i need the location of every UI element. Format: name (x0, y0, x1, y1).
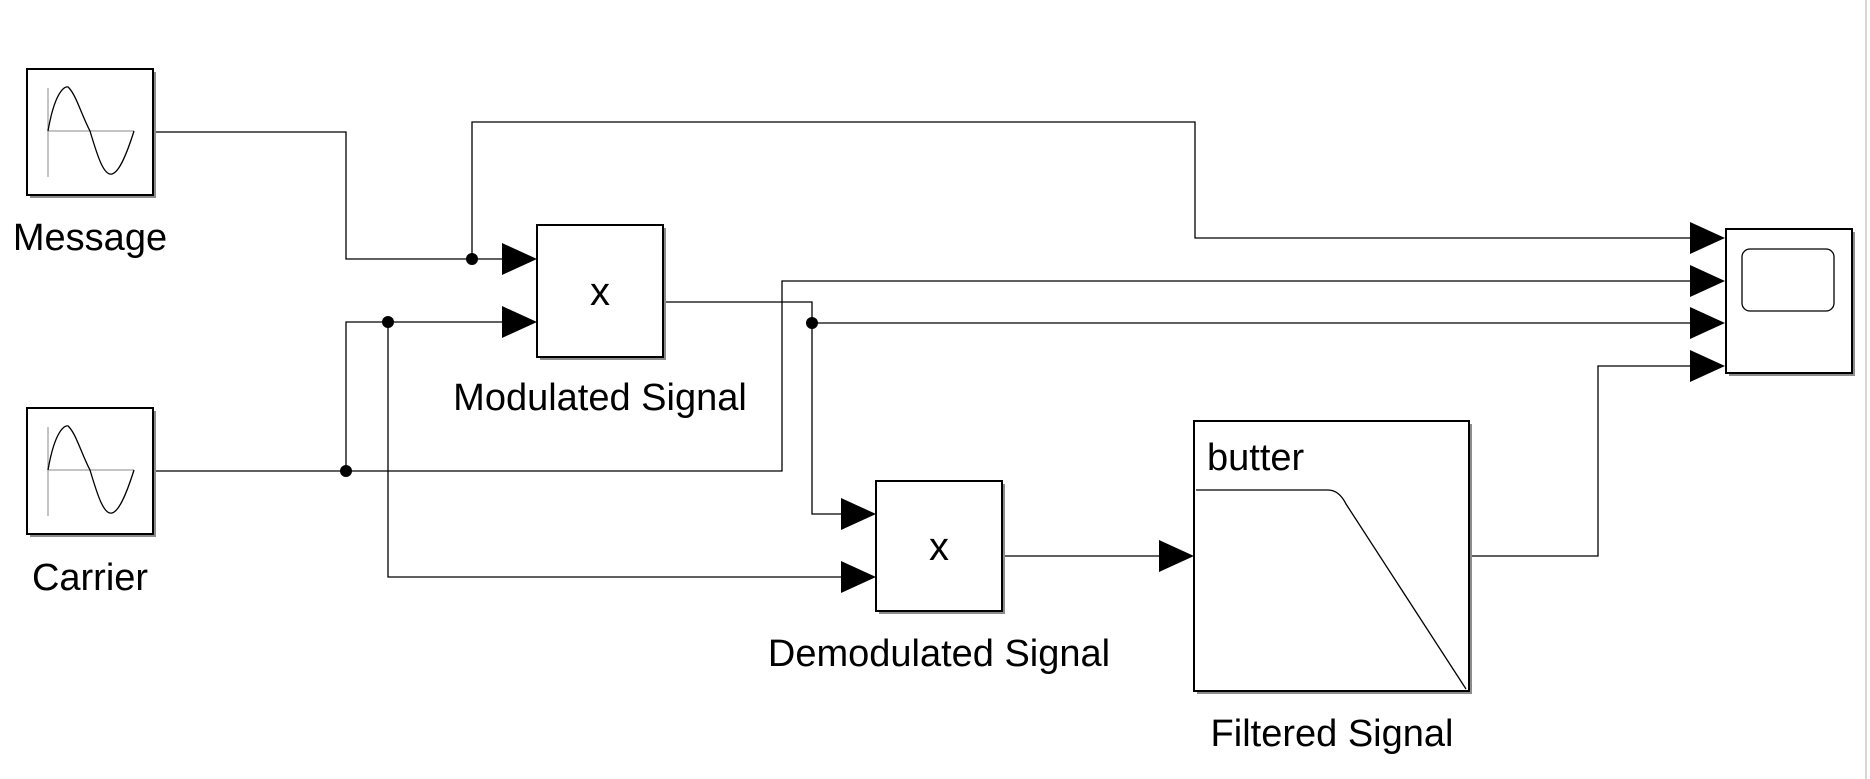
branch-point (806, 317, 818, 329)
port-arrow-icon (841, 561, 876, 593)
filtered-signal-block[interactable]: butter Filtered Signal (1193, 420, 1472, 755)
port-arrow-icon (1690, 265, 1725, 297)
signal-wires (153, 121, 1692, 578)
message-block[interactable]: Message (13, 68, 167, 259)
message-label: Message (13, 217, 167, 259)
filtered-signal-block-body[interactable] (1193, 420, 1470, 692)
filtered-signal-label: Filtered Signal (1211, 713, 1454, 755)
wire-message-to-scope[interactable] (471, 121, 1692, 259)
branch-point (382, 316, 394, 328)
filter-type-label: butter (1207, 437, 1305, 479)
port-arrow-icon (1690, 350, 1725, 382)
port-arrow-icon (502, 243, 537, 275)
demodulated-signal-label: Demodulated Signal (768, 633, 1110, 675)
lowpass-response-icon (1196, 489, 1467, 690)
input-arrows (502, 222, 1725, 593)
multiply-operator: x (590, 270, 610, 314)
wire-message-to-modulator[interactable] (153, 131, 505, 260)
sine-wave-icon (47, 425, 135, 516)
branch-points (340, 253, 818, 477)
multiply-operator: x (929, 525, 949, 569)
wire-filtered-to-scope[interactable] (1472, 365, 1692, 557)
wire-carrier-to-demodulator[interactable] (387, 322, 844, 578)
wire-carrier-to-scope[interactable] (346, 280, 1692, 472)
port-arrow-icon (502, 306, 537, 338)
scope-screen-icon (1741, 248, 1835, 312)
modulated-signal-block[interactable]: x Modulated Signal (453, 224, 747, 419)
demodulated-signal-block-body[interactable] (875, 480, 1003, 612)
port-arrow-icon (1690, 222, 1725, 254)
sine-wave-icon (47, 86, 135, 177)
wire-modulated-to-demodulator[interactable] (811, 323, 844, 515)
port-arrow-icon (1159, 540, 1194, 572)
demodulated-signal-block[interactable]: x Demodulated Signal (768, 480, 1110, 675)
wire-carrier-to-modulator[interactable] (153, 321, 505, 472)
modulated-signal-label: Modulated Signal (453, 377, 747, 419)
port-arrow-icon (841, 498, 876, 530)
modulated-signal-block-body[interactable] (536, 224, 664, 358)
branch-point (466, 253, 478, 265)
port-arrow-icon (1690, 307, 1725, 339)
carrier-block[interactable]: Carrier (26, 407, 156, 599)
wire-modulated-to-scope[interactable] (664, 301, 1692, 324)
branch-point (340, 465, 352, 477)
carrier-label: Carrier (32, 557, 148, 599)
scope-block[interactable] (1725, 228, 1855, 376)
